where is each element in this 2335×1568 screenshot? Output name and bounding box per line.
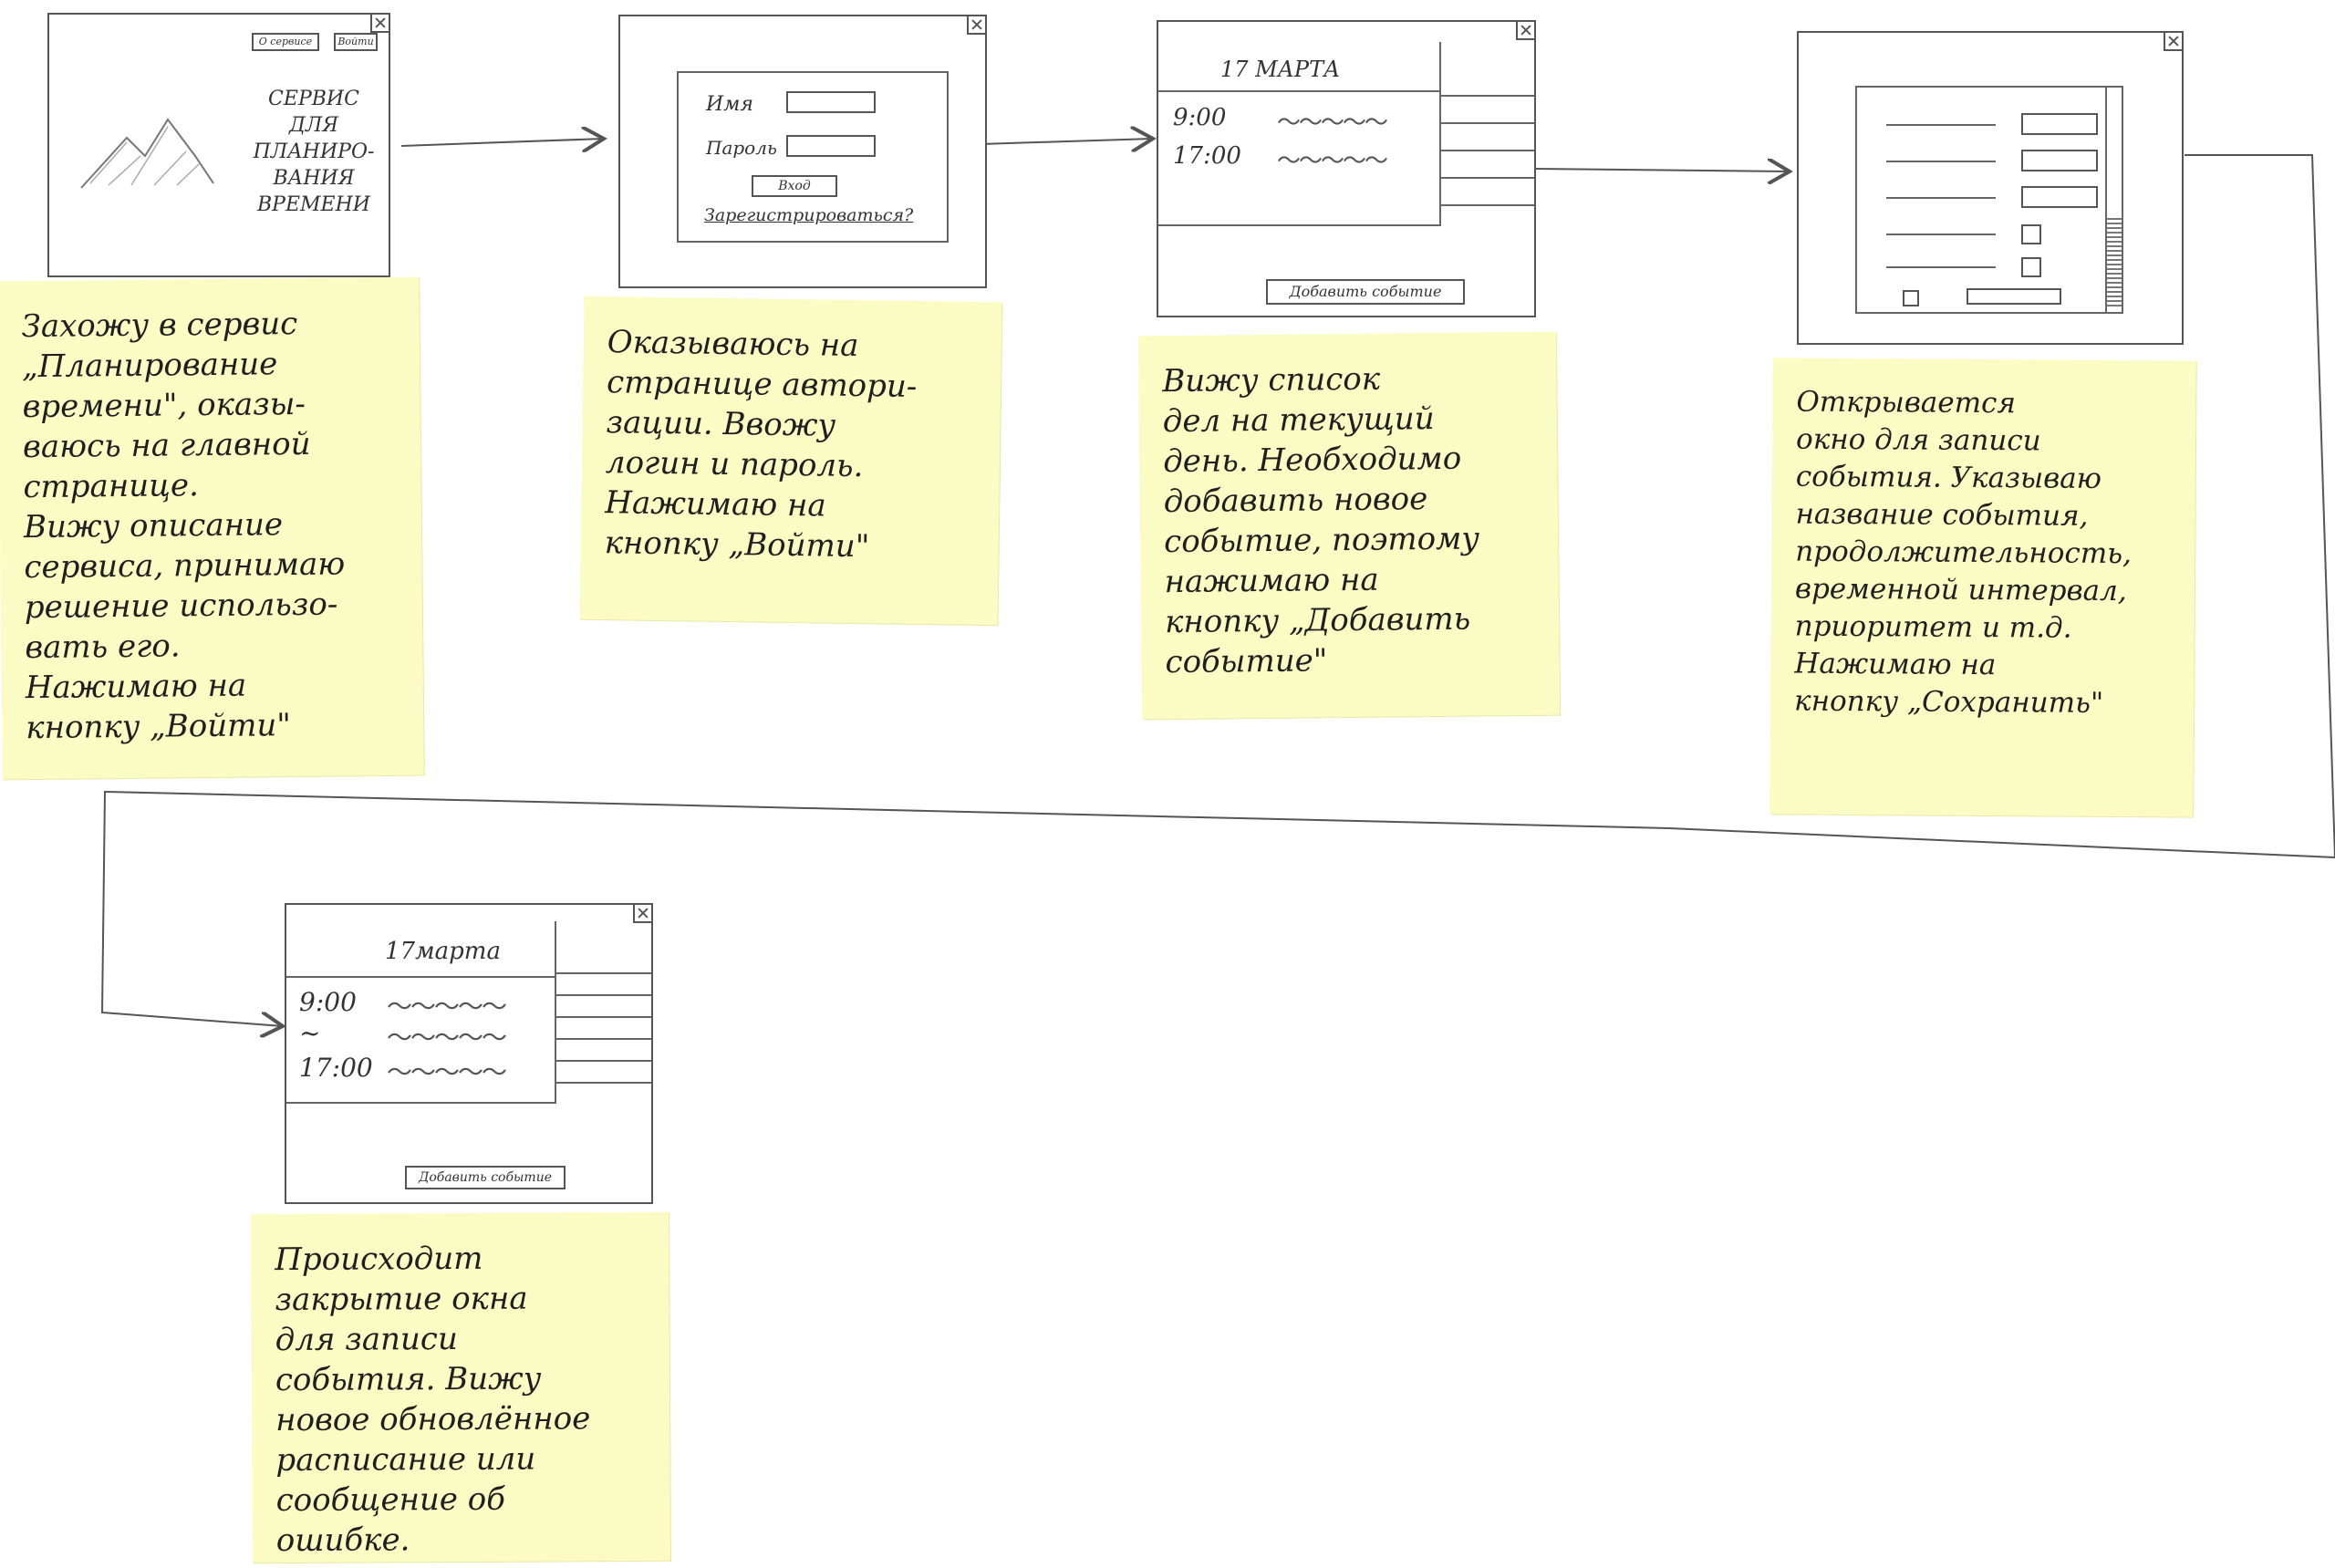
arrow-4-to-5 <box>100 154 2335 1026</box>
event-title: ～～～～～ <box>1277 109 1388 137</box>
login-form: Имя Пароль Вход Зарегистрироваться? <box>677 71 949 243</box>
form-checkbox[interactable] <box>2021 257 2041 277</box>
event-title: ～～～～～ <box>387 992 507 1022</box>
event-time: ~ <box>299 1018 321 1048</box>
add-event-button[interactable]: Добавить событие <box>405 1166 566 1189</box>
name-input[interactable] <box>786 91 876 113</box>
service-description: СЕРВИС ДЛЯ ПЛАНИРО- ВАНИЯ ВРЕМЕНИ <box>253 88 375 216</box>
event-time: 17:00 <box>1173 142 1241 170</box>
close-icon[interactable] <box>1516 22 1534 40</box>
event-time: 17:00 <box>299 1053 373 1083</box>
form-checkbox[interactable] <box>1903 290 1919 306</box>
event-form <box>1855 86 2123 314</box>
date-heading: 17марта <box>385 938 501 965</box>
password-input[interactable] <box>786 135 876 157</box>
result-screen: 17марта 9:00 ～～～～～ ~ ～～～～～ 17:00 ～～～～～ Д… <box>285 903 653 1204</box>
arrow-1-to-2 <box>400 139 604 146</box>
list-bottom-border <box>1158 224 1441 226</box>
form-scrollbar[interactable] <box>2105 88 2122 312</box>
login-screen: Имя Пароль Вход Зарегистрироваться? <box>618 15 987 288</box>
event-title: ～～～～～ <box>387 1023 507 1053</box>
sticky-note-1: Захожу в сервис „Планирование времени", … <box>0 276 424 780</box>
form-field[interactable] <box>2021 186 2098 208</box>
close-icon[interactable] <box>633 905 651 923</box>
home-screen: О сервисе Войти СЕРВИС ДЛЯ ПЛАНИРО- ВАНИ… <box>47 13 390 277</box>
save-button[interactable] <box>1967 288 2061 305</box>
close-icon[interactable] <box>2164 33 2182 51</box>
arrow-2-to-3 <box>980 139 1153 144</box>
form-field[interactable] <box>2021 113 2098 135</box>
event-time: 9:00 <box>299 987 357 1017</box>
close-icon[interactable] <box>967 16 985 35</box>
mountains-image <box>80 118 214 189</box>
submit-button[interactable]: Вход <box>752 175 837 197</box>
event-form-screen <box>1797 31 2184 345</box>
event-time: 9:00 <box>1173 104 1227 131</box>
add-event-button[interactable]: Добавить событие <box>1266 279 1465 305</box>
form-checkbox[interactable] <box>2021 224 2041 244</box>
sticky-note-3: Вижу список дел на текущий день. Необход… <box>1137 331 1561 720</box>
sticky-note-2: Оказываюсь на странице автори- зации. Вв… <box>579 296 1002 626</box>
name-label: Имя <box>706 93 753 116</box>
arrow-3-to-4 <box>1534 169 1790 171</box>
password-label: Пароль <box>706 137 777 159</box>
event-title: ～～～～～ <box>387 1057 507 1087</box>
about-button[interactable]: О сервисе <box>252 33 319 51</box>
sticky-note-4: Открывается окно для записи события. Ука… <box>1769 358 2196 817</box>
day-list-screen: 17 МАРТА 9:00 ～～～～～ 17:00 ～～～～～ Добавить… <box>1157 20 1536 317</box>
date-heading: 17 МАРТА <box>1220 57 1341 82</box>
form-field[interactable] <box>2021 150 2098 171</box>
sticky-note-5: Происходит закрытие окна для записи собы… <box>251 1211 670 1563</box>
close-icon[interactable] <box>370 15 389 33</box>
register-link[interactable]: Зарегистрироваться? <box>704 205 914 225</box>
login-button[interactable]: Войти <box>334 33 378 51</box>
event-title: ～～～～～ <box>1277 148 1388 175</box>
